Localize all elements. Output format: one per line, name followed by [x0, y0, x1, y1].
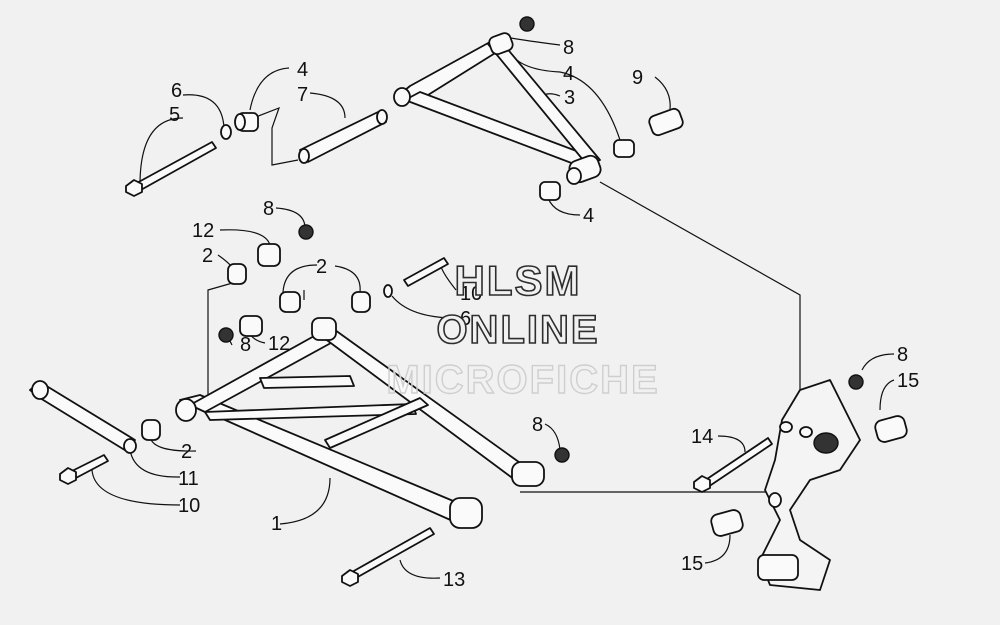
callout-6: 6	[171, 80, 182, 102]
callout-15: 15	[897, 370, 919, 392]
watermark-line-1: HLSM	[455, 257, 582, 304]
callout-2: 2	[181, 441, 192, 463]
callout-13: 13	[443, 569, 465, 591]
watermark-line-3: MICROFICHE	[386, 358, 659, 402]
steering-knuckle	[693, 374, 908, 591]
callout-5: 5	[169, 104, 180, 126]
callout-labels: 1 2 2 2 3 4 4 4 5 6 6 7 8 8 8 8 8 9 10 1…	[169, 37, 919, 591]
callout-4: 4	[583, 205, 594, 227]
callout-2: 2	[316, 256, 327, 278]
callout-8: 8	[532, 414, 543, 436]
assembly-line	[207, 281, 237, 395]
callout-3: 3	[564, 87, 575, 109]
callout-12: 12	[192, 220, 214, 242]
callout-11: 11	[178, 468, 199, 490]
assembly-line	[247, 106, 299, 166]
callout-4: 4	[297, 59, 308, 81]
callout-1: 1	[271, 513, 282, 535]
watermark-line-2: ONLINE	[436, 308, 599, 352]
callout-9: 9	[632, 67, 643, 89]
upper-a-arm	[393, 32, 602, 185]
callout-12: 12	[268, 333, 290, 355]
lower-a-arm	[175, 317, 545, 529]
callout-8: 8	[563, 37, 574, 59]
callout-10: 10	[460, 283, 482, 305]
callout-10: 10	[178, 495, 200, 517]
callout-7: 7	[297, 84, 308, 106]
callout-6: 6	[460, 308, 471, 330]
assembly-line	[599, 181, 801, 420]
upper-hardware	[125, 16, 684, 201]
lower-hardware	[29, 224, 570, 587]
callout-15: 15	[681, 553, 703, 575]
callout-14: 14	[691, 426, 713, 448]
callout-8: 8	[897, 344, 908, 366]
callout-8: 8	[240, 334, 251, 356]
callout-8: 8	[263, 198, 274, 220]
callout-2: 2	[202, 245, 213, 267]
callout-4: 4	[563, 63, 574, 85]
watermark: HLSM ONLINE MICROFICHE	[386, 256, 659, 403]
